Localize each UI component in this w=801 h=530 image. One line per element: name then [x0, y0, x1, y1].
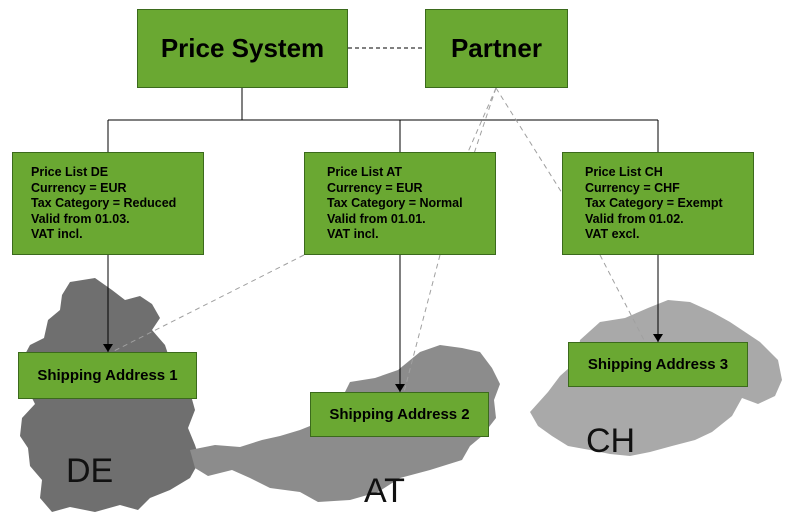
shipping-address-2-box: Shipping Address 2 — [310, 392, 489, 437]
arrowheads — [103, 334, 663, 392]
price-list-line: VAT incl. — [31, 227, 83, 241]
price-system-label: Price System — [160, 33, 325, 63]
price-list-line: Tax Category = Exempt — [585, 196, 723, 210]
price-list-line: Price List DE — [31, 165, 109, 179]
price-list-line: Currency = EUR — [31, 180, 127, 195]
shipping-address-1-box: Shipping Address 1 — [18, 352, 197, 399]
shipping-address-label: Shipping Address 2 — [329, 406, 470, 423]
price-list-at-box: Price List AT Currency = EUR Tax Categor… — [304, 152, 496, 255]
price-list-line: Currency = CHF — [585, 180, 680, 195]
shipping-address-label: Shipping Address 1 — [37, 367, 178, 384]
tree-connectors — [107, 88, 659, 392]
price-system-box: Price System — [137, 9, 348, 88]
price-list-line: Currency = EUR — [327, 180, 423, 195]
country-label-ch: CH — [586, 422, 636, 460]
price-list-line: Tax Category = Normal — [327, 196, 463, 210]
price-list-line: Tax Category = Reduced — [31, 196, 177, 210]
price-list-line: Valid from 01.03. — [31, 211, 130, 226]
price-list-line: Valid from 01.01. — [327, 211, 426, 226]
price-list-ch-box: Price List CH Currency = CHF Tax Categor… — [562, 152, 754, 255]
country-label-at: AT — [364, 472, 405, 510]
country-label-de: DE — [66, 452, 114, 490]
shipping-address-label: Shipping Address 3 — [587, 356, 729, 373]
price-list-line: VAT excl. — [585, 227, 640, 241]
partner-label: Partner — [450, 33, 543, 63]
partner-box: Partner — [425, 9, 568, 88]
price-list-line: VAT incl. — [327, 227, 379, 241]
shipping-address-3-box: Shipping Address 3 — [568, 342, 748, 387]
price-list-line: Price List AT — [327, 165, 403, 179]
price-list-line: Valid from 01.02. — [585, 211, 684, 226]
price-list-line: Price List CH — [585, 165, 663, 179]
price-list-de-box: Price List DE Currency = EUR Tax Categor… — [12, 152, 204, 255]
